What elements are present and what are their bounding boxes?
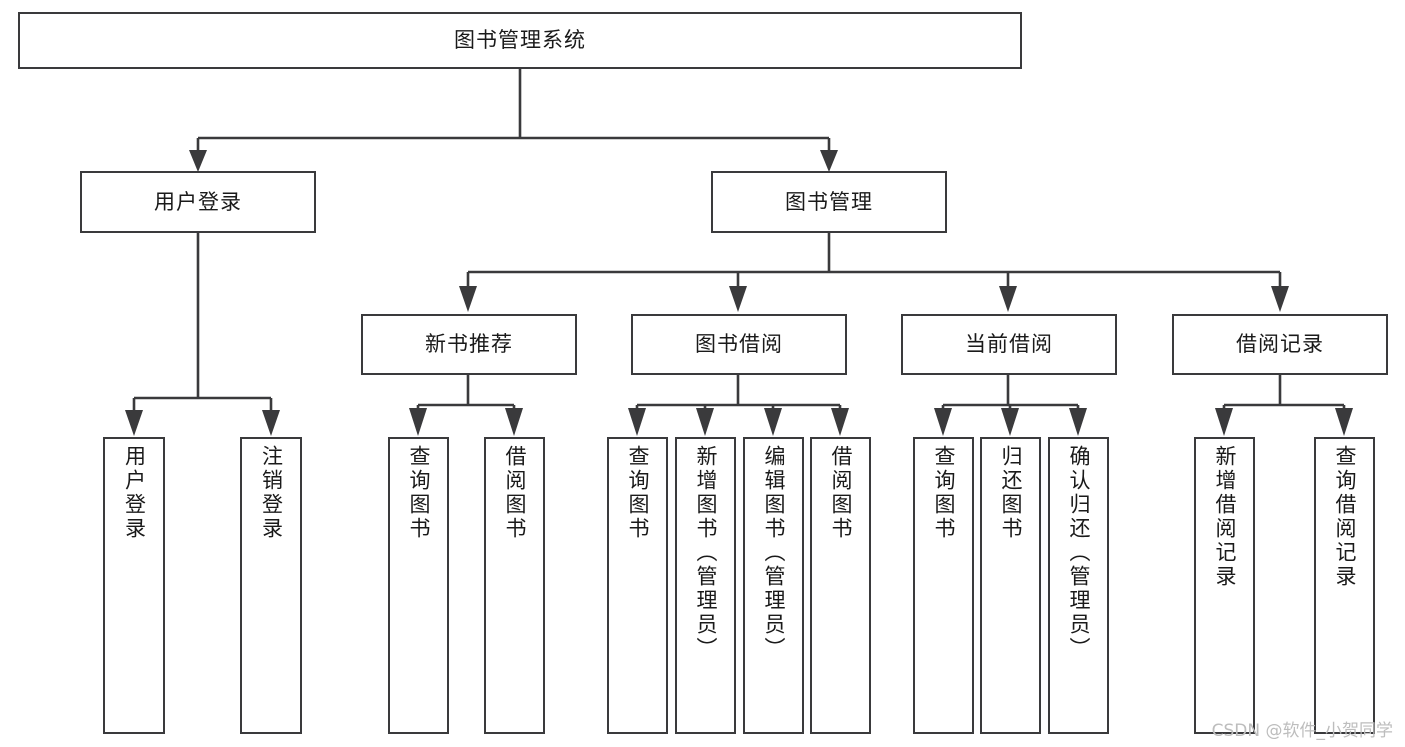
node-leaf-add-borrow-record[interactable]: 新增借阅记录 <box>1194 437 1255 734</box>
arrow-book-manage <box>820 150 838 172</box>
node-root-label: 图书管理系统 <box>454 28 586 53</box>
node-leaf-logout-login-label: 注销登录 <box>259 445 284 541</box>
arrow-current-borrow <box>999 286 1017 312</box>
node-borrow-record-label: 借阅记录 <box>1236 332 1324 357</box>
node-leaf-return-book-label: 归还图书 <box>999 445 1023 541</box>
node-borrow-record[interactable]: 借阅记录 <box>1172 314 1388 375</box>
node-user-login[interactable]: 用户登录 <box>80 171 316 233</box>
node-leaf-query-book-rec[interactable]: 查询图书 <box>388 437 449 734</box>
node-leaf-borrow-book[interactable]: 借阅图书 <box>810 437 871 734</box>
node-root[interactable]: 图书管理系统 <box>18 12 1022 69</box>
arrow-borrow-record <box>1271 286 1289 312</box>
node-leaf-query-borrow-record[interactable]: 查询借阅记录 <box>1314 437 1375 734</box>
arrow-new-book-rec <box>459 286 477 312</box>
arrow-add-borrow-record <box>1215 408 1233 436</box>
node-leaf-borrow-book-rec[interactable]: 借阅图书 <box>484 437 545 734</box>
arrow-leaf-logout-login <box>262 410 280 436</box>
arrow-book-borrow <box>729 286 747 312</box>
node-leaf-query-book-rec-label: 查询图书 <box>407 445 431 541</box>
arrow-query-borrow-record <box>1335 408 1353 436</box>
arrow-leaf-user-login <box>125 410 143 436</box>
node-new-book-rec-label: 新书推荐 <box>425 332 513 357</box>
arrow-return-book <box>1001 408 1019 436</box>
arrow-query-book-rec <box>409 408 427 436</box>
arrow-query-book-current <box>934 408 952 436</box>
arrow-user-login <box>189 150 207 172</box>
node-leaf-edit-book-admin[interactable]: 编辑图书（管理员） <box>743 437 804 734</box>
node-leaf-return-book[interactable]: 归还图书 <box>980 437 1041 734</box>
node-book-borrow[interactable]: 图书借阅 <box>631 314 847 375</box>
node-leaf-confirm-return-admin-label: 确认归还（管理员） <box>1067 445 1091 661</box>
node-leaf-confirm-return-admin[interactable]: 确认归还（管理员） <box>1048 437 1109 734</box>
node-leaf-query-book-borrow[interactable]: 查询图书 <box>607 437 668 734</box>
node-leaf-add-book-admin-label: 新增图书（管理员） <box>694 445 718 661</box>
node-leaf-user-login-label: 用户登录 <box>122 445 147 541</box>
node-user-login-label: 用户登录 <box>154 189 242 214</box>
node-leaf-query-book-current[interactable]: 查询图书 <box>913 437 974 734</box>
node-leaf-add-book-admin[interactable]: 新增图书（管理员） <box>675 437 736 734</box>
arrow-borrow-book-rec <box>505 408 523 436</box>
node-leaf-user-login[interactable]: 用户登录 <box>103 437 165 734</box>
arrow-add-book-admin <box>696 408 714 436</box>
node-new-book-rec[interactable]: 新书推荐 <box>361 314 577 375</box>
node-leaf-edit-book-admin-label: 编辑图书（管理员） <box>762 445 786 661</box>
node-book-borrow-label: 图书借阅 <box>695 332 783 357</box>
arrow-borrow-book <box>831 408 849 436</box>
node-book-manage[interactable]: 图书管理 <box>711 171 947 233</box>
arrow-confirm-return-admin <box>1069 408 1087 436</box>
node-leaf-query-borrow-record-label: 查询借阅记录 <box>1333 445 1357 589</box>
node-leaf-query-book-borrow-label: 查询图书 <box>626 445 650 541</box>
node-leaf-query-book-current-label: 查询图书 <box>932 445 956 541</box>
node-leaf-borrow-book-rec-label: 借阅图书 <box>503 445 527 541</box>
arrow-edit-book-admin <box>764 408 782 436</box>
node-leaf-borrow-book-label: 借阅图书 <box>829 445 853 541</box>
arrow-query-book-borrow <box>628 408 646 436</box>
node-book-manage-label: 图书管理 <box>785 189 873 214</box>
node-leaf-logout-login[interactable]: 注销登录 <box>240 437 302 734</box>
node-leaf-add-borrow-record-label: 新增借阅记录 <box>1213 445 1237 589</box>
node-current-borrow[interactable]: 当前借阅 <box>901 314 1117 375</box>
node-current-borrow-label: 当前借阅 <box>965 332 1053 357</box>
